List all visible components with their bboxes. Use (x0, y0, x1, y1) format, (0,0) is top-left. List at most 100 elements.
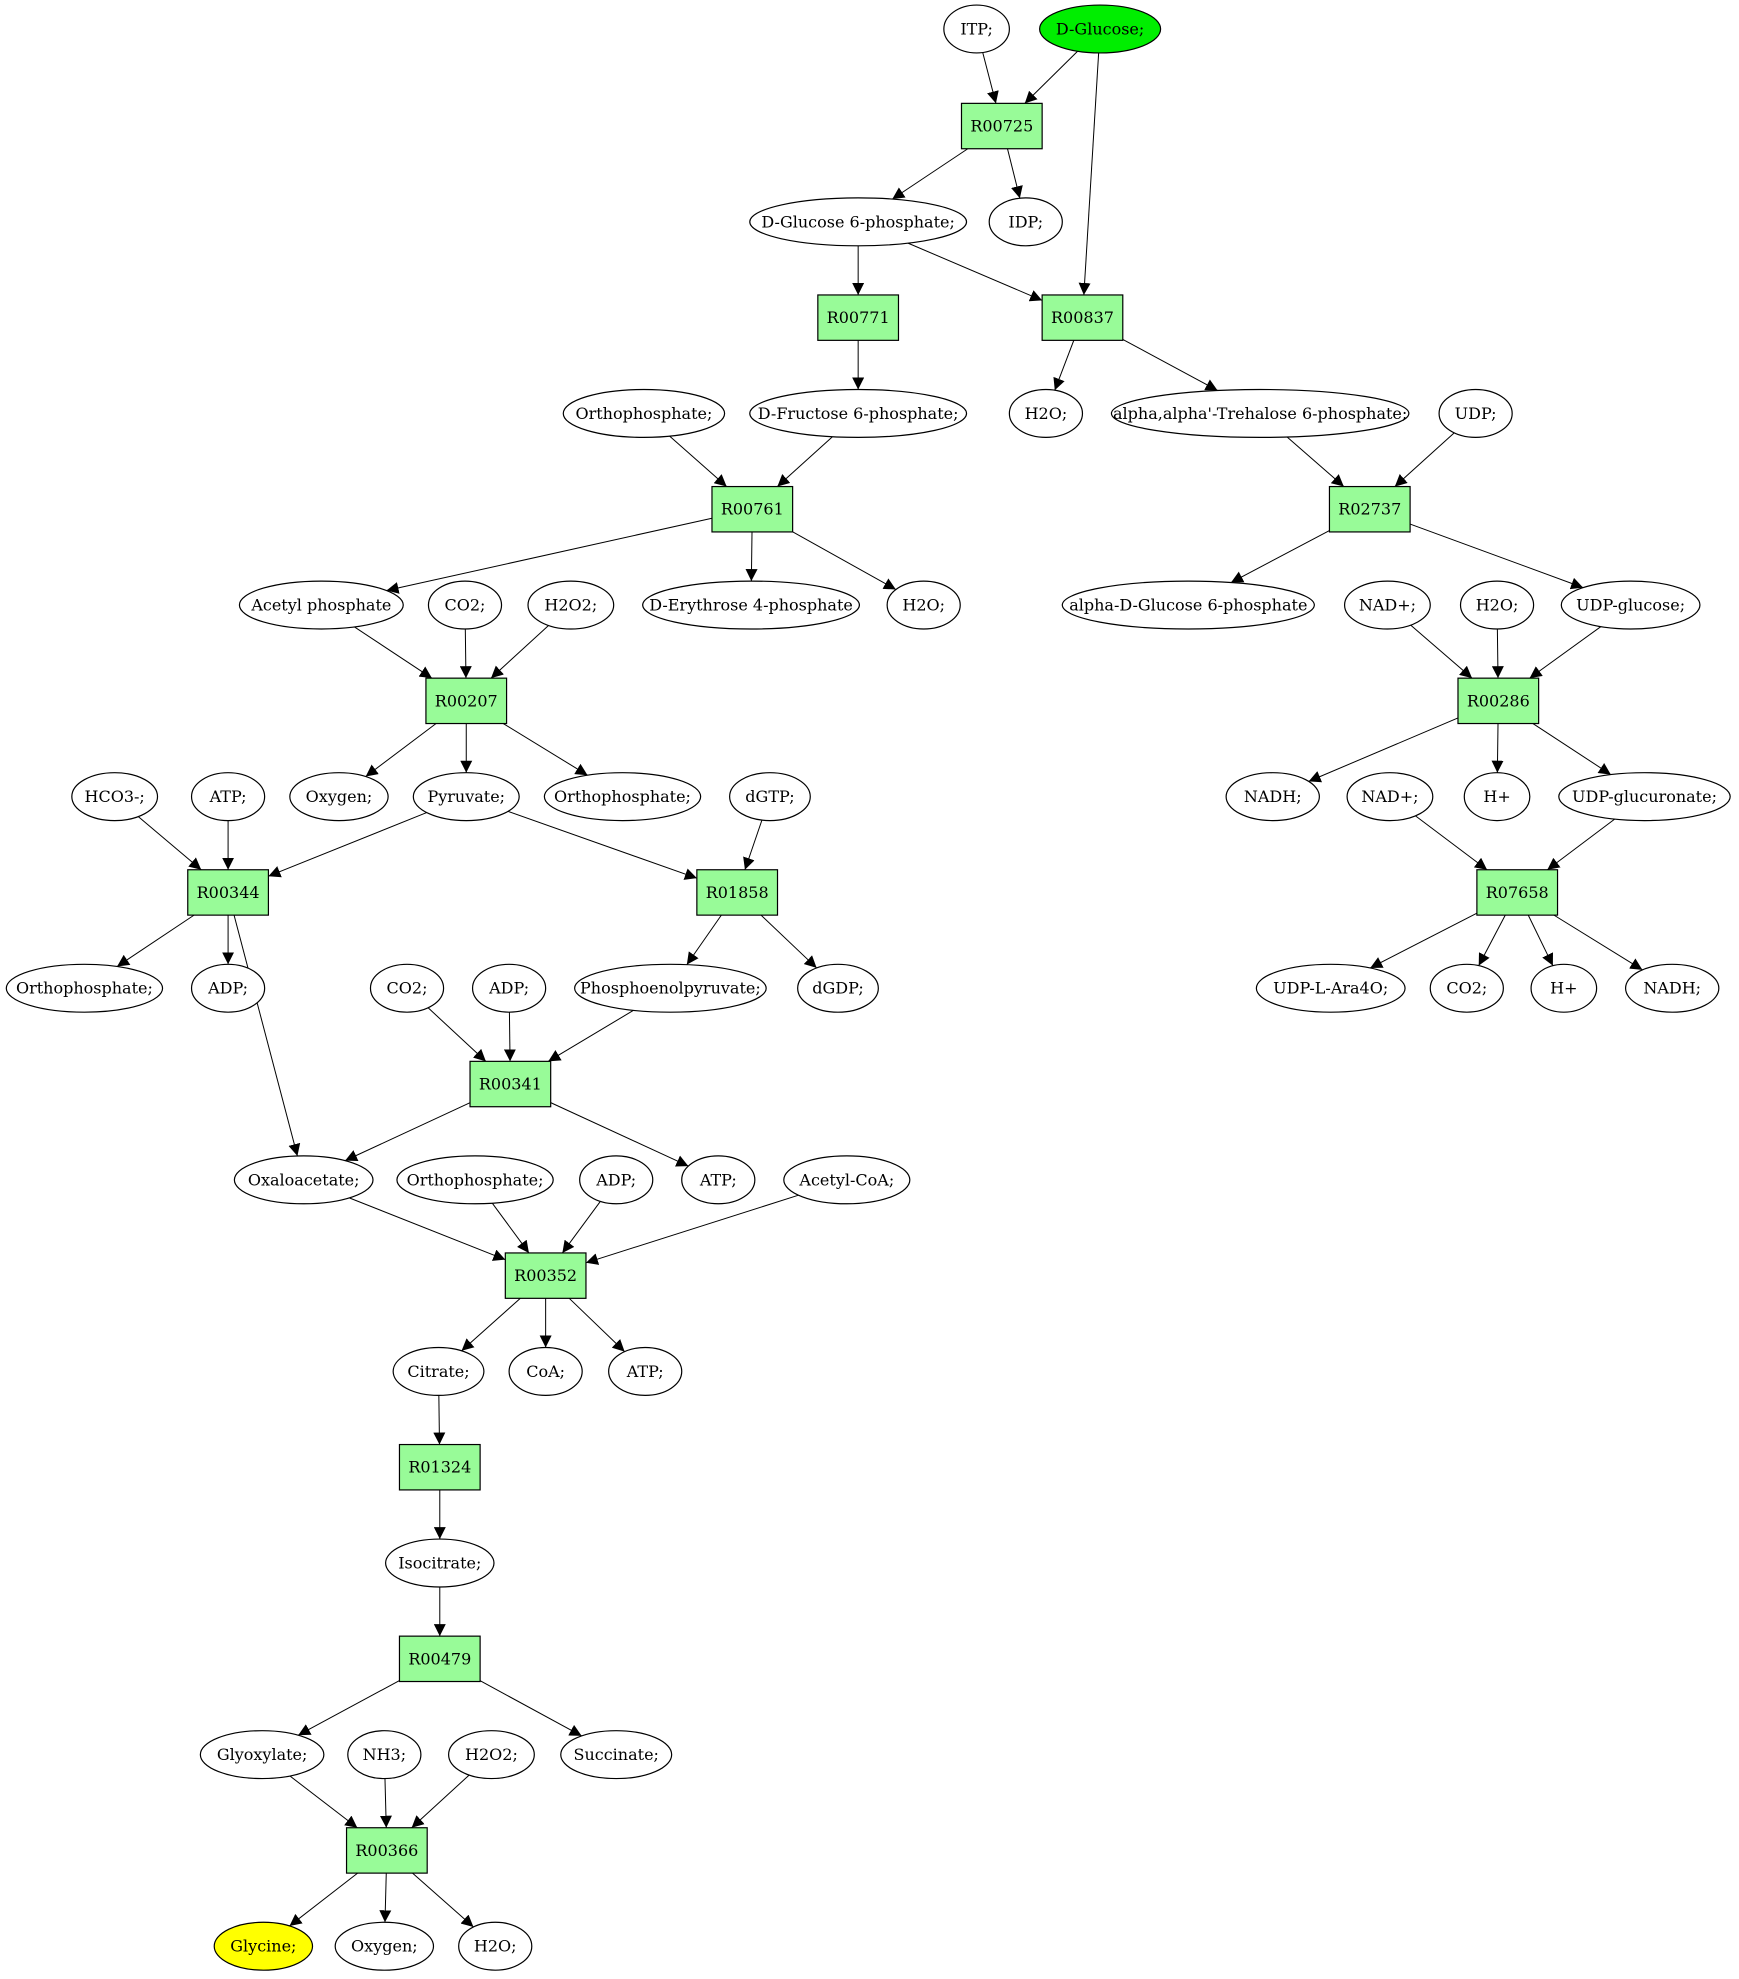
edge-r00341-to-oxaloacetate (344, 1102, 471, 1162)
edge-r00725-to-idp (1007, 148, 1023, 199)
metabolite-ellipse (560, 1730, 673, 1780)
metabolite-ellipse (458, 1921, 533, 1971)
metabolite-ellipse (347, 1730, 422, 1780)
metabolite-node-adp3: ADP; (579, 1155, 654, 1205)
reaction-node-r01324: R01324 (398, 1443, 481, 1491)
edge-dg6p-to-r00837 (907, 242, 1043, 302)
metabolite-node-co2a: CO2; (427, 580, 503, 630)
node-label: Pyruvate; (427, 787, 505, 806)
reaction-node-r00344: R00344 (187, 869, 270, 916)
reaction-node-r00725: R00725 (960, 102, 1043, 150)
node-label: UDP-glucuronate; (1572, 787, 1717, 806)
metabolite-node-nh3: NH3; (347, 1730, 422, 1780)
edge-r00341-to-atp2 (550, 1102, 689, 1167)
edge-h2o2b-to-r00366 (411, 1774, 470, 1829)
edge-r07658-to-co2c (1478, 914, 1506, 966)
reaction-node-r07658: R07658 (1476, 869, 1559, 916)
metabolite-node-hplus1: H+ (1463, 772, 1531, 822)
edge-r00352-to-atp3 (568, 1297, 625, 1352)
reaction-box (187, 869, 270, 916)
metabolite-ellipse (1560, 580, 1701, 630)
metabolite-node-co2c: CO2; (1429, 963, 1504, 1013)
node-label: D-Fructose 6-phosphate; (758, 404, 959, 423)
reaction-box (1476, 869, 1559, 916)
edge-udp-to-r02737 (1394, 432, 1455, 487)
metabolite-ellipse (642, 580, 861, 630)
metabolite-ellipse (392, 1346, 485, 1396)
metabolite-node-glyoxylate: Glyoxylate; (199, 1730, 325, 1780)
reaction-box (469, 1060, 552, 1108)
reaction-box (711, 485, 794, 533)
metabolite-node-itp: ITP; (943, 4, 1010, 54)
edge-r00479-to-glyoxylate (297, 1680, 400, 1736)
reaction-node-r00341: R00341 (469, 1060, 552, 1108)
metabolite-node-udp: UDP; (1438, 388, 1513, 438)
node-label: dGTP; (745, 787, 794, 806)
metabolite-node-nad2: NAD+; (1346, 772, 1434, 822)
reaction-node-r02737: R02737 (1328, 485, 1411, 533)
metabolite-node-h2o4: H2O; (458, 1921, 533, 1971)
metabolite-ellipse (543, 772, 702, 822)
metabolite-ellipse (988, 197, 1063, 247)
edge-h2o3-to-r00286 (1491, 628, 1504, 679)
edge-hco3-to-r00344 (137, 816, 202, 871)
metabolite-ellipse (471, 963, 547, 1013)
edge-r00286-to-hplus1 (1491, 723, 1504, 773)
node-label: Citrate; (407, 1362, 469, 1381)
metabolite-ellipse (396, 1155, 554, 1205)
metabolite-ellipse (527, 580, 615, 630)
metabolite-ellipse (1438, 388, 1513, 438)
metabolite-node-nadh1: NADH; (1225, 772, 1320, 822)
metabolite-ellipse (369, 963, 445, 1013)
metabolite-ellipse (1110, 388, 1410, 438)
node-label: alpha,alpha'-Trehalose 6-phosphate; (1113, 404, 1407, 423)
metabolite-ellipse (1530, 963, 1598, 1013)
metabolite-ellipse (797, 963, 879, 1013)
node-label: Isocitrate; (398, 1554, 481, 1573)
node-label: Acetyl-CoA; (798, 1170, 894, 1189)
metabolite-ellipse (1008, 388, 1084, 438)
node-label: NADH; (1244, 787, 1302, 806)
edge-r07658-to-hplus2 (1527, 914, 1554, 966)
node-label: H2O2; (544, 596, 597, 615)
edge-r01858-to-dgdp (760, 914, 817, 969)
metabolite-node-dgdp: dGDP; (797, 963, 879, 1013)
node-label: ADP; (488, 979, 529, 998)
node-label: H2O; (474, 1937, 517, 1956)
metabolite-ellipse (1061, 580, 1315, 630)
node-label: H2O; (902, 596, 945, 615)
node-label: H2O; (1025, 404, 1068, 423)
node-label: R00761 (721, 500, 784, 519)
reaction-box (1328, 485, 1411, 533)
reaction-box (696, 869, 779, 916)
node-label: dGDP; (812, 979, 863, 998)
metabolite-node-oxaloacetate: Oxaloacetate; (233, 1155, 374, 1205)
metabolite-ellipse (783, 1155, 911, 1205)
node-label: Oxaloacetate; (248, 1170, 360, 1189)
node-label: Orthophosphate; (575, 404, 712, 423)
edge-r00344-to-oxaloacetate (233, 915, 301, 1157)
metabolite-node-adp1: ADP; (190, 963, 266, 1013)
node-label: R00341 (479, 1075, 542, 1094)
node-label: UDP; (1455, 404, 1497, 423)
node-label: Oxygen; (351, 1937, 418, 1956)
metabolite-node-h2o3: H2O; (1459, 580, 1535, 630)
metabolite-ellipse (1346, 772, 1434, 822)
metabolite-node-h2o2b: H2O2; (448, 1730, 535, 1780)
edges-layer (116, 50, 1643, 1928)
metabolite-node-h2o2: H2O; (886, 580, 961, 630)
edge-co2b-to-r00341 (427, 1007, 487, 1062)
node-label: R00725 (970, 117, 1033, 136)
node-label: NH3; (363, 1745, 407, 1764)
edge-r07658-to-nadh2 (1553, 914, 1643, 971)
edge-r00207-to-orthophosphate2 (503, 723, 588, 776)
node-label: H2O; (1476, 596, 1519, 615)
metabolite-ellipse (190, 772, 266, 822)
node-label: ADP; (595, 1170, 636, 1189)
metabolite-node-pep: Phosphoenolpyruvate; (574, 963, 767, 1013)
edge-r00286-to-nadh1 (1308, 717, 1459, 783)
metabolite-ellipse (574, 963, 767, 1013)
edge-orthophosphate1-to-r00761 (669, 435, 727, 487)
node-label: R00352 (514, 1266, 577, 1285)
metabolite-node-co2b: CO2; (369, 963, 445, 1013)
